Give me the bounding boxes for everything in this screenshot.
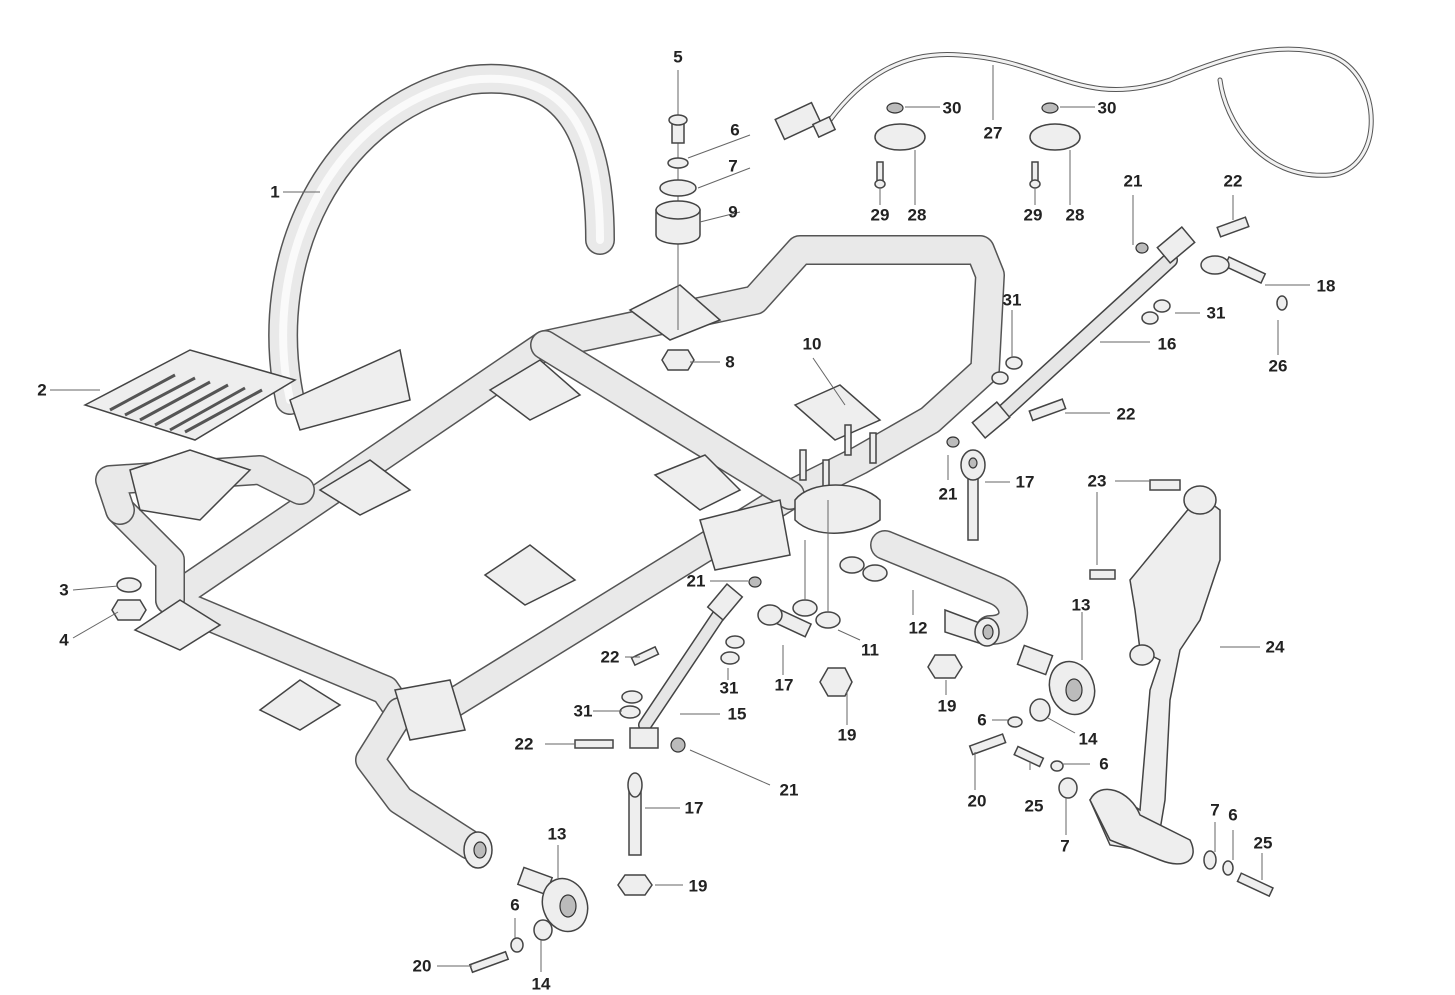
callout-28: 28: [1065, 205, 1085, 225]
callout-22: 22: [514, 734, 534, 754]
arm-tube: [870, 530, 1029, 647]
callout-17: 17: [1015, 472, 1035, 492]
callout-22: 22: [1116, 404, 1136, 424]
callout-31: 31: [719, 678, 739, 698]
callout-22: 22: [600, 647, 620, 667]
wire-harness: [774, 46, 1374, 178]
callout-21: 21: [938, 484, 958, 504]
callout-30: 30: [942, 98, 962, 118]
leader-lines: [50, 65, 1310, 972]
callout-2: 2: [37, 380, 47, 400]
callout-6: 6: [1228, 805, 1238, 825]
callout-4: 4: [59, 630, 69, 650]
rod-eye-right: [1016, 644, 1096, 722]
callout-27: 27: [983, 123, 1003, 143]
callout-7: 7: [1210, 800, 1220, 820]
callout-14: 14: [1078, 729, 1098, 749]
callout-19: 19: [837, 725, 857, 745]
callout-20: 20: [967, 791, 987, 811]
callout-10: 10: [802, 334, 822, 354]
left-washer-nut: [111, 577, 147, 621]
callout-13: 13: [1071, 595, 1091, 615]
callout-11: 11: [861, 640, 879, 660]
callout-6: 6: [977, 710, 987, 730]
main-frame: [95, 63, 1005, 869]
callout-23: 23: [1087, 471, 1107, 491]
callout-9: 9: [728, 202, 738, 222]
callout-18: 18: [1316, 276, 1336, 296]
callout-31: 31: [1206, 303, 1226, 323]
callout-25: 25: [1253, 833, 1273, 853]
callout-29: 29: [870, 205, 890, 225]
callout-17: 17: [774, 675, 794, 695]
callout-29: 29: [1023, 205, 1043, 225]
callout-31: 31: [573, 701, 593, 721]
linkage-rod-upper: [971, 216, 1288, 440]
rod-eye-lower: [468, 866, 589, 974]
callout-31: 31: [1002, 290, 1022, 310]
callout-7: 7: [728, 156, 738, 176]
clamp-right: [1029, 102, 1081, 189]
callout-1: 1: [270, 182, 280, 202]
callout-21: 21: [779, 780, 799, 800]
callout-6: 6: [1099, 754, 1109, 774]
callout-8: 8: [725, 352, 735, 372]
callout-17: 17: [684, 798, 704, 818]
linkage-rod-lower: [574, 576, 963, 753]
callout-20: 20: [412, 956, 432, 976]
footrest-plate: [83, 349, 297, 521]
callout-15: 15: [727, 704, 747, 724]
callout-6: 6: [730, 120, 740, 140]
pedal-lever: [1089, 479, 1275, 898]
callout-3: 3: [59, 580, 69, 600]
callout-25: 25: [1024, 796, 1044, 816]
rod-end-upper: [946, 436, 986, 541]
callout-24: 24: [1265, 637, 1285, 657]
callout-26: 26: [1268, 356, 1288, 376]
callout-28: 28: [907, 205, 927, 225]
rod-end-lower: [617, 772, 653, 896]
callout-16: 16: [1157, 334, 1177, 354]
callout-5: 5: [673, 47, 683, 67]
callout-21: 21: [686, 571, 706, 591]
callout-6: 6: [510, 895, 520, 915]
clamp-left: [874, 102, 926, 189]
callout-19: 19: [937, 696, 957, 716]
callout-30: 30: [1097, 98, 1117, 118]
callout-21: 21: [1123, 171, 1143, 191]
callout-19: 19: [688, 876, 708, 896]
callout-12: 12: [908, 618, 928, 638]
callout-14: 14: [531, 974, 551, 994]
callout-22: 22: [1223, 171, 1243, 191]
callout-13: 13: [547, 824, 567, 844]
mount-stack: [655, 70, 701, 371]
callout-7: 7: [1060, 836, 1070, 856]
lever-hardware: [968, 716, 1078, 799]
